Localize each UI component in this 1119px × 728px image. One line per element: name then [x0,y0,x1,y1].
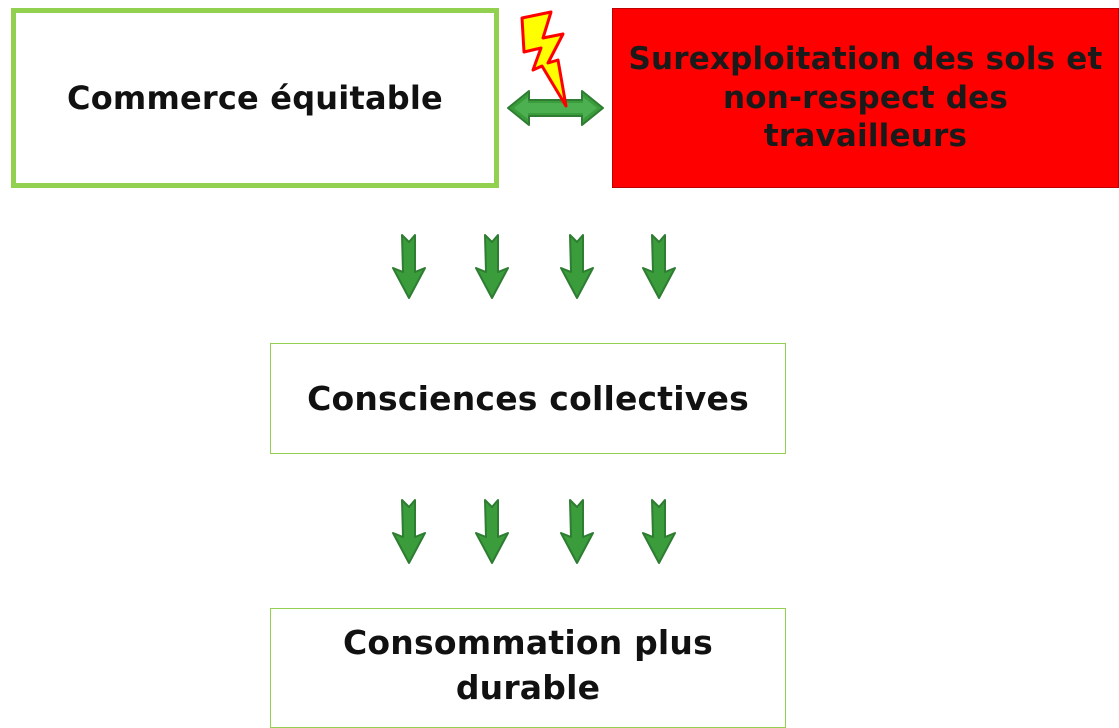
down-arrow-icon [392,234,426,299]
down-arrow-icon [560,499,594,564]
collective-awareness-box: Consciences collectives [270,343,786,454]
sustainable-consumption-box: Consommation plus durable [270,608,786,728]
down-arrows-row-1 [392,234,676,299]
down-arrow-icon [392,499,426,564]
down-arrow-icon [475,234,509,299]
overexploitation-box: Surexploitation des sols et non-respect … [612,8,1119,188]
collective-awareness-label: Consciences collectives [307,379,749,418]
lightning-bolt-icon [520,10,568,108]
overexploitation-label: Surexploitation des sols et non-respect … [628,40,1103,155]
down-arrows-row-2 [392,499,676,564]
double-headed-arrow-icon [507,90,604,126]
fair-trade-label: Commerce équitable [67,79,443,117]
fair-trade-box: Commerce équitable [11,8,499,188]
down-arrow-icon [475,499,509,564]
sustainable-consumption-label: Consommation plus durable [343,623,713,707]
down-arrow-icon [560,234,594,299]
down-arrow-icon [642,234,676,299]
down-arrow-icon [642,499,676,564]
